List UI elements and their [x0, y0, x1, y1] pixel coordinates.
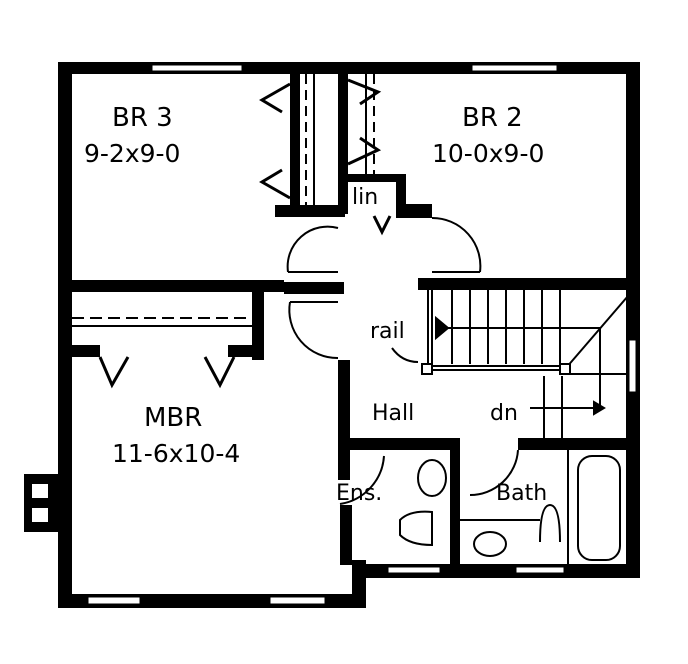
room-dims-mbr: 11-6x10-4	[112, 439, 240, 468]
staircase	[421, 290, 629, 438]
stairs-down-label: dn	[490, 401, 518, 426]
room-name-bath: Bath	[496, 481, 547, 506]
door-swings	[286, 216, 519, 505]
ensuite-toilet	[399, 510, 433, 547]
bath-sink	[473, 531, 507, 557]
bathtub	[577, 455, 621, 561]
closet-doors	[98, 78, 392, 389]
room-name-br3: BR 3	[112, 103, 173, 133]
room-name-ens: Ens.	[336, 481, 382, 506]
chimney	[24, 474, 58, 532]
room-dims-br2: 10-0x9-0	[432, 139, 544, 168]
fixtures	[399, 450, 621, 564]
windows	[87, 64, 637, 605]
room-dims-br3: 9-2x9-0	[84, 139, 180, 168]
bath-toilet	[539, 503, 561, 543]
room-name-mbr: MBR	[144, 403, 202, 433]
rail-arrow	[391, 347, 419, 363]
room-name-hall: Hall	[372, 401, 414, 426]
ensuite-toilet-tank	[417, 459, 447, 497]
room-name-lin: lin	[352, 185, 378, 210]
rail-label: rail	[370, 319, 405, 344]
room-name-br2: BR 2	[462, 103, 523, 133]
interior-walls	[58, 74, 640, 568]
